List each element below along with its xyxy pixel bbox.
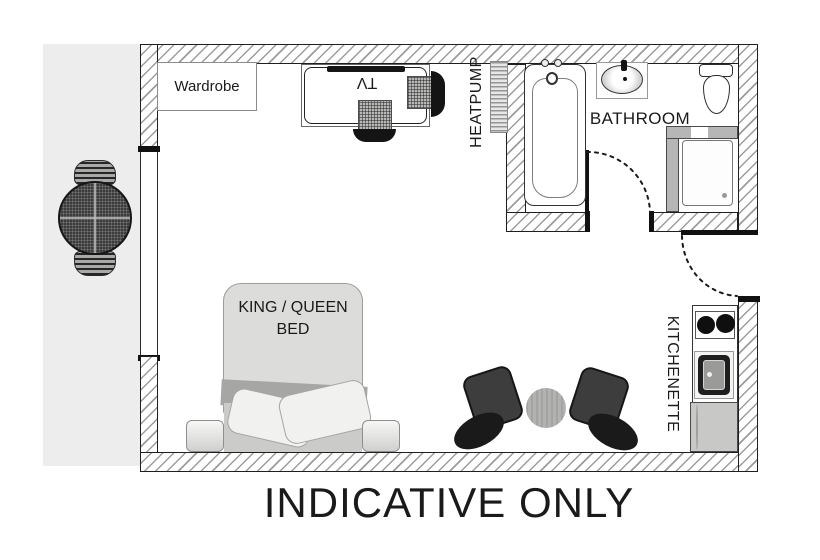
kitchen-cabinet xyxy=(690,402,738,452)
window-left xyxy=(140,152,158,356)
cooktop-burner-right xyxy=(716,314,735,333)
outdoor-chair-top xyxy=(74,160,116,185)
shower-tray xyxy=(682,140,733,206)
basin-drain-dot xyxy=(623,77,627,81)
bathtub-basin xyxy=(532,78,578,198)
tv-label: TV xyxy=(356,74,378,91)
bathroom-door-leaf xyxy=(585,150,589,213)
entry-door-jamb-bottom xyxy=(738,296,760,302)
heatpump-unit xyxy=(490,61,508,133)
bathroom-door-jamb-right xyxy=(649,211,654,232)
kitchen-cabinet-door-line xyxy=(696,404,698,450)
wardrobe-label: Wardrobe xyxy=(174,78,240,95)
desk-chair-right-back xyxy=(431,71,445,117)
lounge-chair-left xyxy=(448,363,526,457)
bathroom-door-jamb-left xyxy=(585,211,590,232)
lounge-chair-right xyxy=(566,364,644,458)
bed: KING / QUEEN BED xyxy=(220,283,374,452)
wall-left-lower xyxy=(140,356,158,472)
lounge-table xyxy=(526,388,566,428)
kitchen-sink-drain xyxy=(707,372,712,377)
outdoor-table-cross-v xyxy=(94,183,96,253)
bathroom-label: BATHROOM xyxy=(589,109,691,128)
bed-label-line1: KING / QUEEN xyxy=(238,299,348,316)
cooktop-burner-left xyxy=(697,316,715,334)
bathroom-wall-left xyxy=(506,64,526,214)
outdoor-chair-bottom xyxy=(74,251,116,276)
bed-label-line2: BED xyxy=(276,320,310,338)
desk-chair-right-seat xyxy=(407,76,435,109)
wall-bottom xyxy=(140,452,758,472)
desk-chair-bottom-back xyxy=(353,129,396,142)
shower-door-gap xyxy=(691,127,708,138)
heatpump-label: HEATPUMP xyxy=(468,56,485,148)
wardrobe-box xyxy=(157,62,257,111)
bathtub-tap-knob-left xyxy=(541,59,549,67)
kitchen-sink-basin xyxy=(703,360,725,390)
bathtub-spout xyxy=(546,72,558,85)
wall-right-upper xyxy=(738,44,758,232)
basin-faucet xyxy=(621,60,627,71)
nightstand-right xyxy=(362,420,400,452)
desk-chair-bottom-seat xyxy=(358,100,392,131)
tv-screen xyxy=(327,66,405,72)
wall-right-lower xyxy=(738,297,758,472)
footer-note: INDICATIVE ONLY xyxy=(263,479,635,526)
window-cap-top xyxy=(138,146,160,152)
shower-drain xyxy=(722,193,727,198)
bathroom-door-arc xyxy=(586,150,651,213)
wall-left-upper xyxy=(140,44,158,152)
kitchenette-label: KITCHENETTE xyxy=(664,315,681,433)
bathtub-tap-knob-right xyxy=(554,59,562,67)
bathroom-wall-bottom-left xyxy=(506,212,590,232)
entry-door-leaf xyxy=(681,230,758,235)
bed-label: KING / QUEEN BED xyxy=(223,297,363,340)
wall-top xyxy=(140,44,758,64)
nightstand-left xyxy=(186,420,224,452)
entry-door-arc xyxy=(681,235,738,297)
